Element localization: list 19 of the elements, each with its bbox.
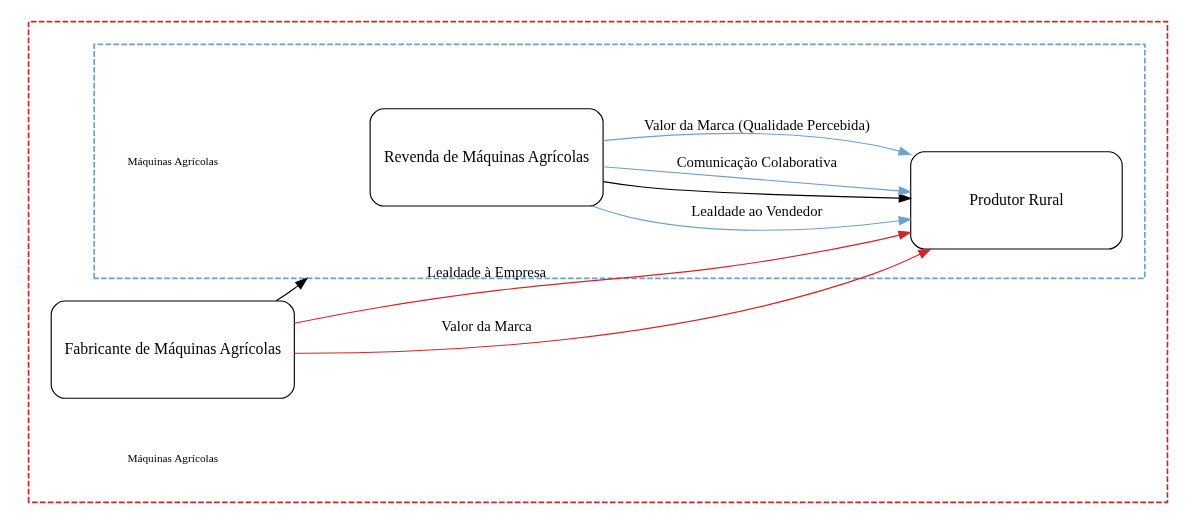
arrow xyxy=(602,132,912,156)
node-box: Fabricante de Máquinas Agrícolas xyxy=(50,300,295,399)
arrow xyxy=(602,166,912,196)
node-box: Revenda de Máquinas Agrícolas xyxy=(369,108,604,207)
label: Máquinas Agrícolas xyxy=(126,452,218,465)
edge-label: Lealdade ao Vendedor xyxy=(690,202,822,219)
label: Máquinas Agrícolas xyxy=(126,154,218,167)
arrow xyxy=(275,277,308,302)
arrow xyxy=(591,205,912,231)
arrow xyxy=(293,248,932,354)
cluster xyxy=(27,20,1168,504)
node-box: Produtor Rural xyxy=(909,151,1123,250)
edge-label: Valor da Marca xyxy=(440,317,532,334)
edge-label: Comunicação Colaborativa xyxy=(676,153,837,170)
edge-label: Valor da Marca (Qualidade Percebida) xyxy=(643,116,870,133)
cluster xyxy=(92,43,1146,280)
arrow xyxy=(293,230,912,324)
edge-label: Lealdade à Empresa xyxy=(426,263,546,280)
arrow xyxy=(602,181,912,203)
